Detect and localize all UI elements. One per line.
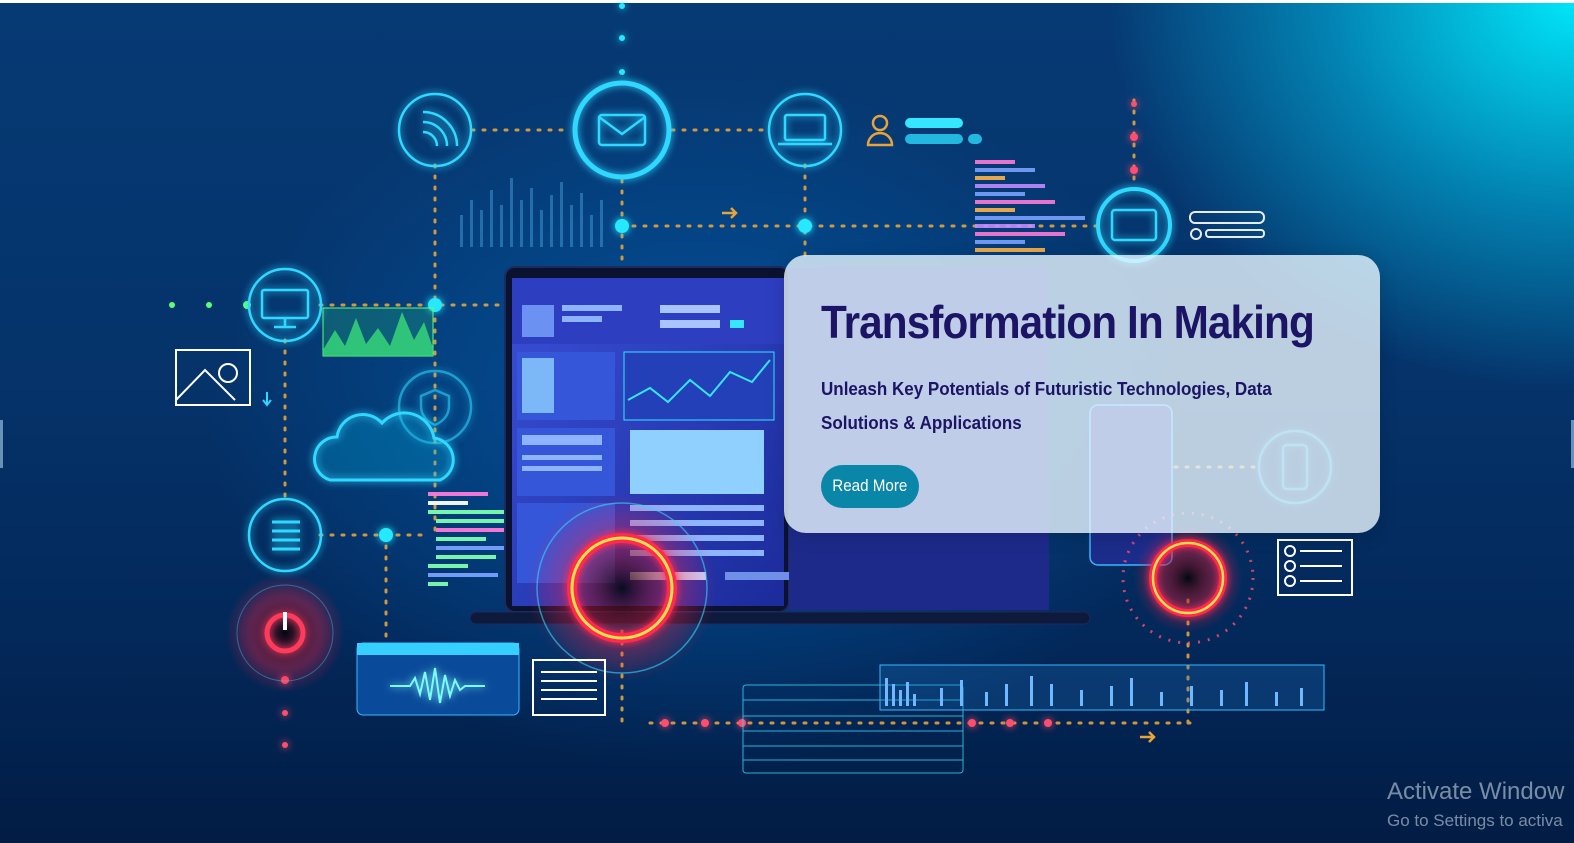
hero-card: Transformation In Making Unleash Key Pot…	[784, 255, 1380, 533]
read-more-label: Read More	[832, 477, 908, 495]
top-border	[0, 0, 1574, 3]
slider-prev-edge[interactable]	[0, 420, 3, 468]
hero-title: Transformation In Making	[821, 296, 1315, 348]
hero-subtitle: Unleash Key Potentials of Futuristic Tec…	[821, 378, 1272, 433]
activation-watermark-title: Activate Window	[1387, 778, 1565, 805]
read-more-button[interactable]: Read More	[821, 465, 919, 508]
activation-watermark-subtitle: Go to Settings to activa	[1387, 811, 1563, 830]
slider-next-edge[interactable]	[1571, 420, 1574, 468]
